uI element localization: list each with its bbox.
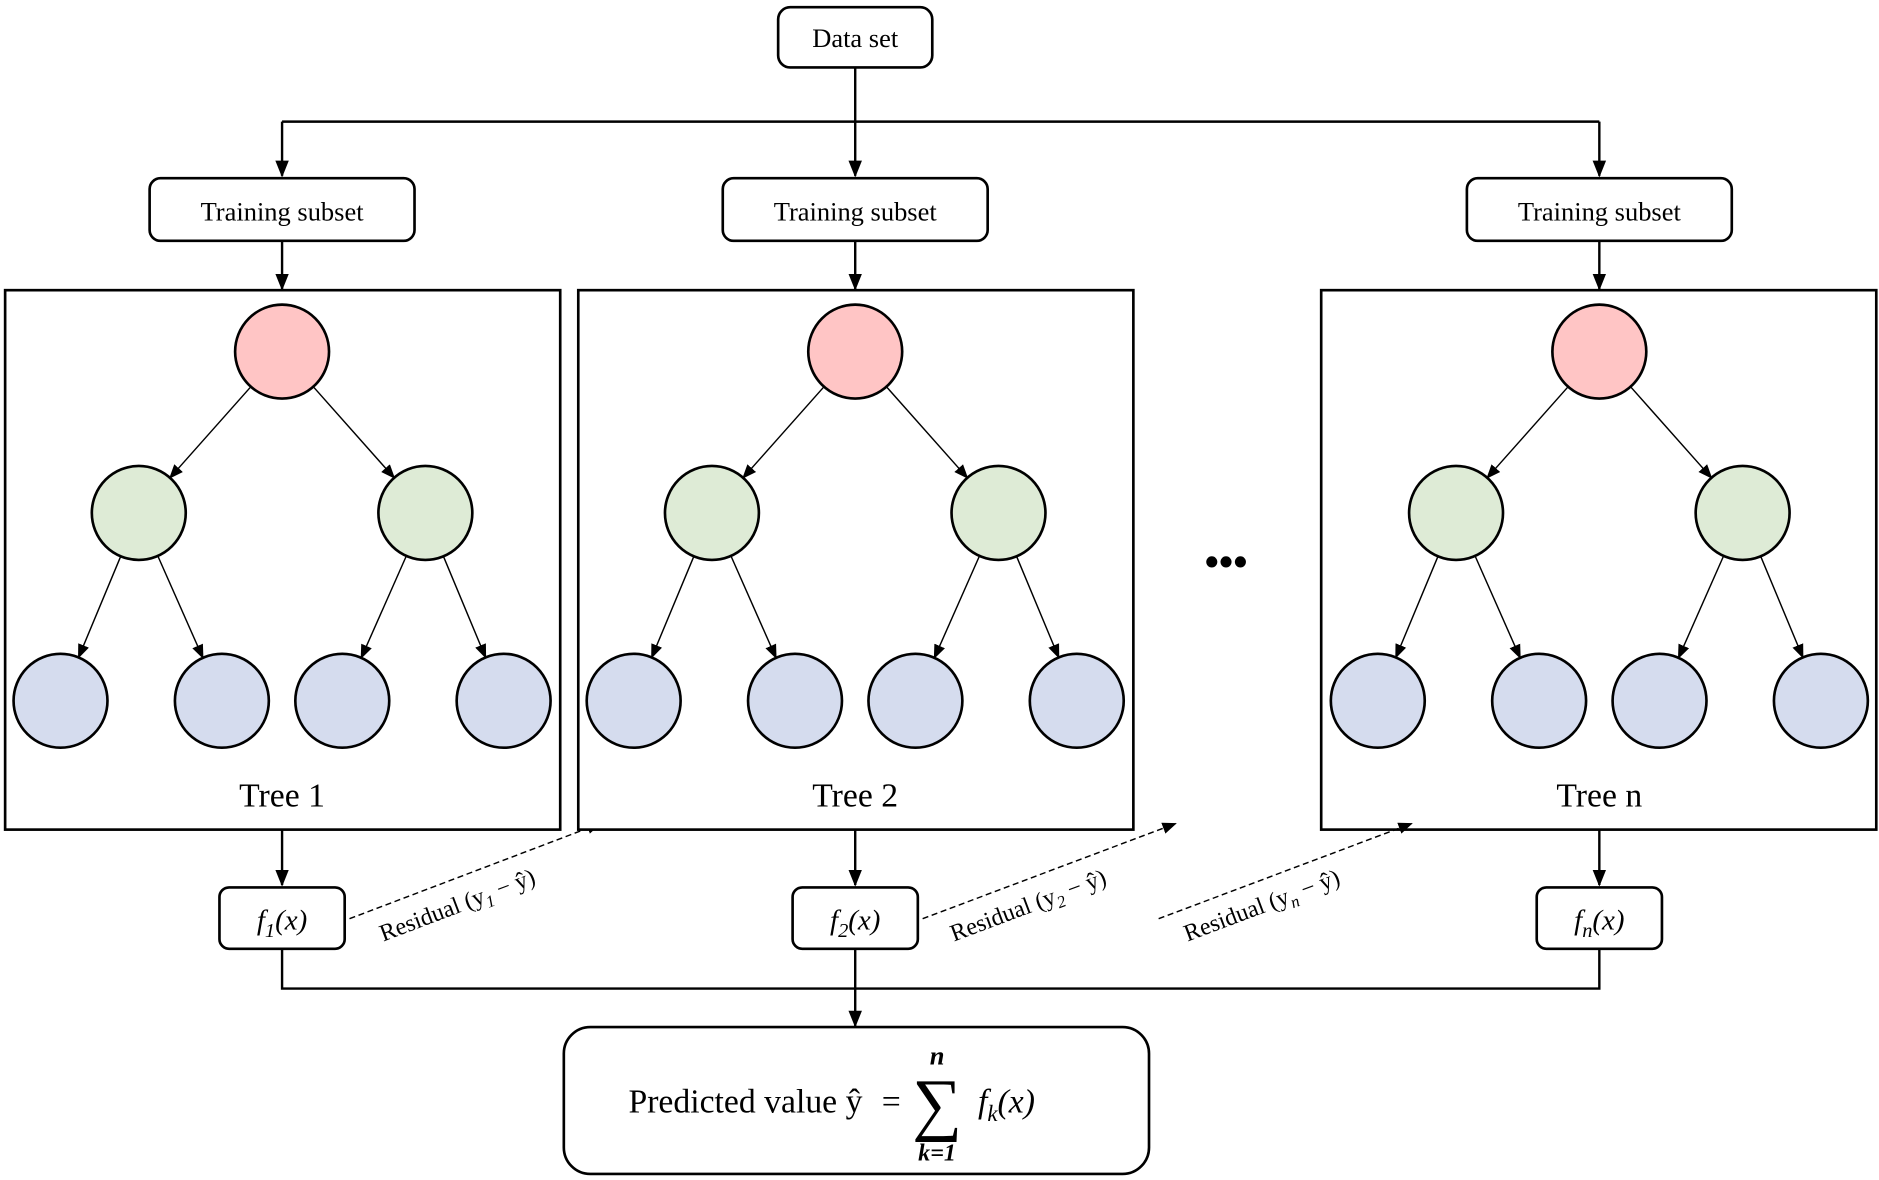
leaf-node bbox=[293, 652, 391, 750]
residual-arrow bbox=[349, 822, 602, 920]
tree-edge bbox=[1395, 556, 1439, 659]
residual-prefix: Residual (y bbox=[1181, 884, 1293, 947]
leaf-node bbox=[173, 652, 271, 750]
function-argument: (x) bbox=[848, 905, 880, 937]
residual-prefix: Residual (y bbox=[376, 884, 488, 947]
function-label: f2(x) bbox=[830, 905, 880, 942]
training-subset-label: Training subset bbox=[774, 196, 938, 226]
tree-edge bbox=[1486, 386, 1569, 479]
tree-edge bbox=[442, 556, 487, 659]
training-subset-label: Training subset bbox=[1518, 196, 1682, 226]
residual-label: Residual (y2 − ŷ) bbox=[947, 865, 1112, 951]
root-node bbox=[806, 303, 904, 400]
prediction-equals: = bbox=[882, 1084, 901, 1121]
internal-node bbox=[90, 464, 188, 562]
internal-node bbox=[950, 464, 1047, 562]
tree-edge bbox=[169, 386, 252, 479]
leaf-node bbox=[746, 652, 844, 750]
internal-node bbox=[663, 464, 761, 562]
aggregation-bus bbox=[280, 948, 1601, 990]
tree-edge bbox=[1629, 386, 1713, 479]
tree-edge bbox=[1677, 555, 1725, 660]
tree-edge bbox=[157, 555, 204, 660]
leaf-node bbox=[1490, 652, 1588, 750]
residual-label: Residual (yn − ŷ) bbox=[1181, 865, 1346, 951]
internal-node bbox=[1407, 464, 1505, 562]
training-subset-node: Training subset bbox=[148, 176, 416, 243]
tree-edge bbox=[742, 386, 825, 479]
function-argument: (x) bbox=[275, 905, 307, 937]
function-base: f bbox=[1574, 905, 1586, 937]
tree-edge bbox=[1474, 555, 1521, 660]
internal-node bbox=[377, 464, 474, 562]
tree-edge bbox=[651, 556, 695, 659]
function-argument: (x) bbox=[1592, 905, 1624, 937]
residual-suffix: − ŷ) bbox=[487, 864, 539, 905]
tree-label: Tree 2 bbox=[812, 778, 898, 815]
training-subset-node: Training subset bbox=[1465, 176, 1734, 243]
function-subscript: n bbox=[1582, 920, 1592, 942]
tree-edge bbox=[360, 555, 408, 660]
root-node bbox=[233, 303, 331, 400]
term-subscript: k bbox=[987, 1101, 998, 1126]
internal-node bbox=[1694, 464, 1791, 562]
sum-upper-limit: n bbox=[930, 1040, 945, 1070]
function-label: fn(x) bbox=[1574, 905, 1624, 942]
term-argument: (x) bbox=[998, 1084, 1035, 1121]
function-subscript: 2 bbox=[838, 920, 848, 942]
tree-edge bbox=[730, 555, 777, 660]
function-subscript: 1 bbox=[265, 920, 275, 942]
leaf-node bbox=[455, 652, 552, 750]
prediction-box bbox=[562, 1025, 1151, 1176]
residual-arrow bbox=[1158, 822, 1413, 920]
leaf-node bbox=[1028, 652, 1126, 750]
root-node bbox=[1551, 303, 1648, 400]
tree-label: Tree 1 bbox=[239, 778, 325, 815]
tree-edge bbox=[933, 555, 981, 660]
tree-edge bbox=[312, 386, 396, 479]
tree-edge bbox=[885, 386, 969, 479]
leaf-node bbox=[1611, 652, 1708, 750]
leaf-node bbox=[867, 652, 964, 750]
distribution-connectors bbox=[275, 67, 1607, 178]
tree-label: Tree n bbox=[1556, 778, 1642, 815]
residual-suffix: − ŷ) bbox=[1058, 865, 1110, 905]
sum-term: fk(x) bbox=[978, 1084, 1035, 1126]
dataset-label: Data set bbox=[812, 23, 899, 53]
prediction-node: Predicted value ŷ = ∑ n k=1 fk(x) bbox=[562, 1025, 1151, 1176]
residual-suffix: − ŷ) bbox=[1292, 865, 1344, 905]
sigma-symbol: ∑ bbox=[912, 1066, 962, 1143]
training-subset-node: Training subset bbox=[721, 176, 989, 243]
residual-arrow bbox=[922, 822, 1177, 920]
leaf-node bbox=[585, 652, 682, 750]
tree-edge bbox=[1015, 556, 1060, 659]
tree-edge bbox=[1760, 556, 1804, 659]
leaf-node bbox=[12, 652, 109, 750]
function-label: f1(x) bbox=[257, 905, 307, 942]
prediction-text: Predicted value ŷ bbox=[628, 1084, 862, 1121]
sum-lower-limit: k=1 bbox=[918, 1141, 956, 1167]
leaf-node bbox=[1772, 652, 1870, 750]
residual-prefix: Residual (y bbox=[947, 884, 1059, 947]
ellipsis-indicator: ••• bbox=[1205, 540, 1248, 585]
tree-edge bbox=[77, 556, 122, 659]
leaf-node bbox=[1329, 652, 1427, 750]
dataset-node: Data set bbox=[776, 5, 934, 69]
training-subset-label: Training subset bbox=[201, 196, 365, 226]
aggregation-connectors bbox=[280, 948, 1601, 1028]
